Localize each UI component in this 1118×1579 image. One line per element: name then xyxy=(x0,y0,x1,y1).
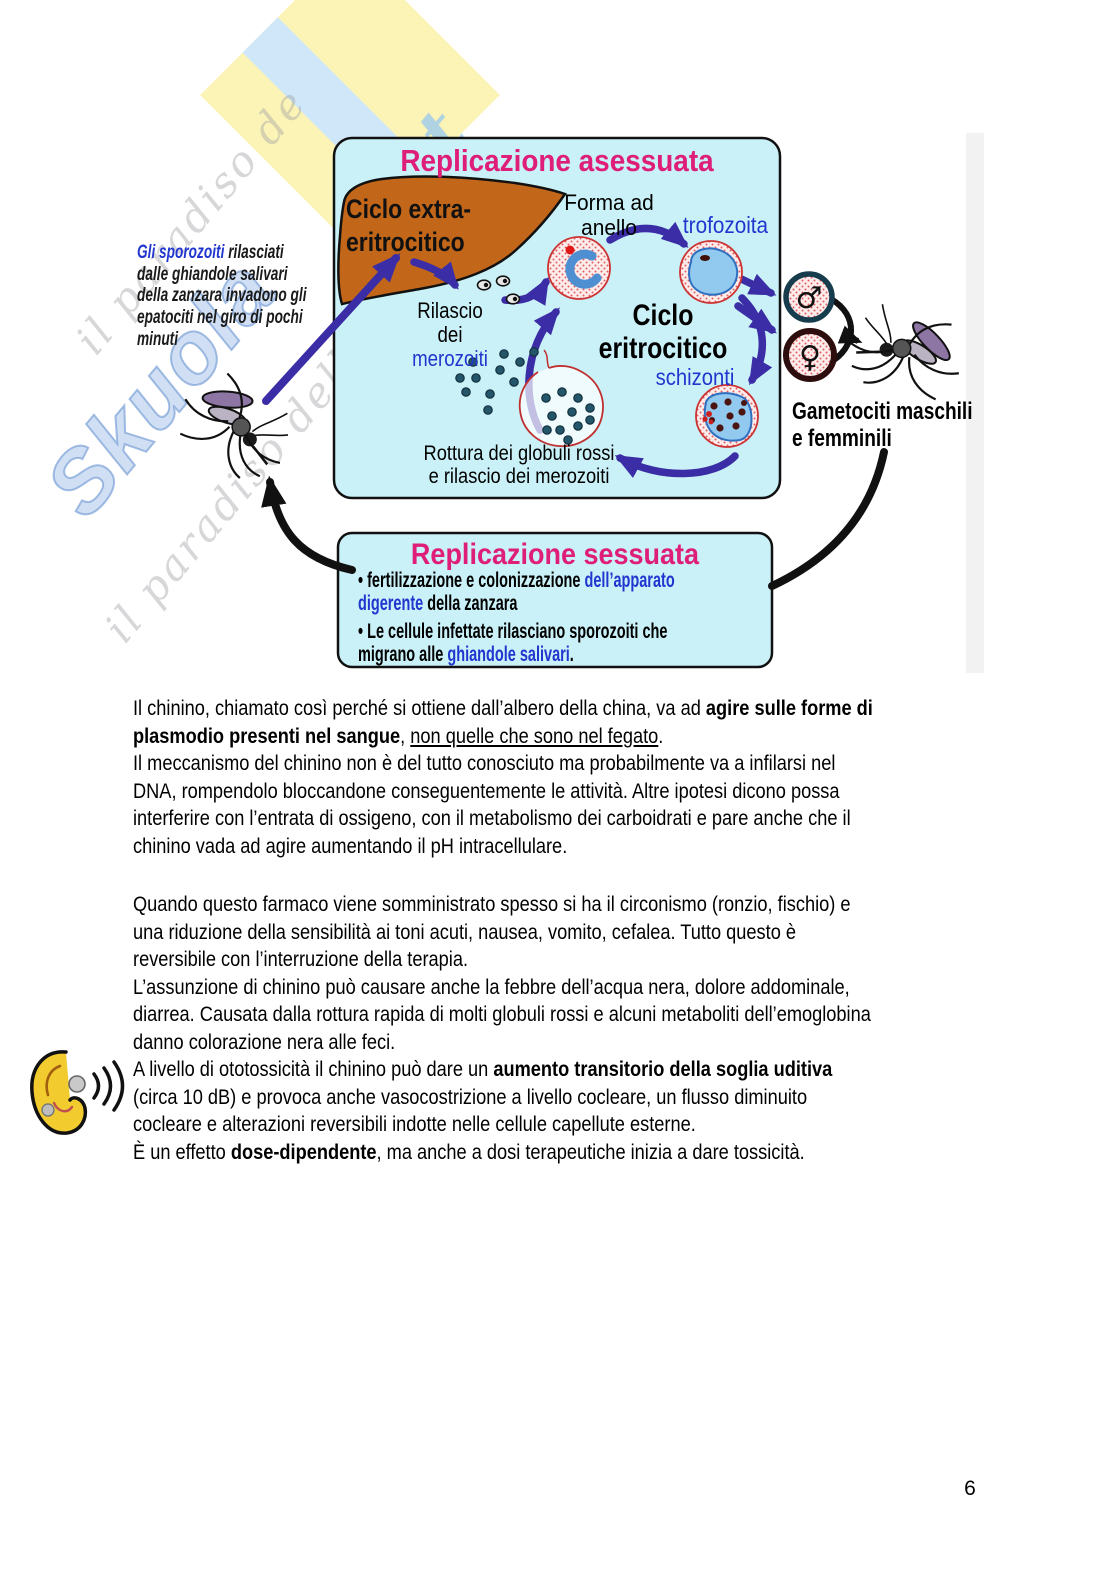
earbud-icon xyxy=(68,1075,86,1093)
arrow-gametocytes-to-mosquito xyxy=(837,325,863,344)
sexual-replication-title: Replicazione sessuata xyxy=(410,538,700,571)
curve-gametocytes-to-sexual xyxy=(768,448,888,590)
mosquito-icon-right xyxy=(837,294,974,411)
ring-form-cell xyxy=(547,236,611,300)
cycle-arrows xyxy=(262,221,777,478)
arrow-ring-to-trophozoite xyxy=(606,221,689,248)
trophozoite-cell xyxy=(679,240,743,304)
arrow-to-male-gametocyte xyxy=(733,273,777,297)
male-gametocyte: ♂ xyxy=(783,271,835,323)
body-text: Il chinino, chiamato così perché si otti… xyxy=(133,696,873,1164)
arrow-sexual-to-mosquito xyxy=(261,475,356,574)
sound-waves-icon xyxy=(92,1060,125,1112)
arrow-schizont-to-rupture xyxy=(614,452,739,478)
schizont-cell xyxy=(695,384,759,448)
arrow-mosquito-to-liver xyxy=(262,253,401,405)
sexual-replication-box xyxy=(336,531,774,669)
liver-label: Ciclo extra-eritrocitico xyxy=(346,194,472,257)
sexual-replication-bullets: • fertilizzazione e colonizzazione dell’… xyxy=(358,569,675,666)
arrow-liver-to-merozoites xyxy=(410,258,459,290)
schizont-label: schizonti xyxy=(655,364,735,390)
diagram-edge-strip xyxy=(966,133,984,673)
merozoite-dots xyxy=(455,347,595,445)
page-number: 6 xyxy=(964,1477,976,1500)
arrow-trophozoite-to-schizont xyxy=(738,294,773,386)
asexual-replication-title: Replicazione asessuata xyxy=(400,143,714,178)
female-symbol: ♀ xyxy=(799,340,821,375)
female-gametocyte: ♀ xyxy=(783,328,837,382)
ear-icon xyxy=(30,1050,125,1135)
released-merozoites xyxy=(476,275,521,305)
trophozoite-label: trofozoita xyxy=(682,212,769,238)
male-symbol: ♂ xyxy=(796,281,823,316)
